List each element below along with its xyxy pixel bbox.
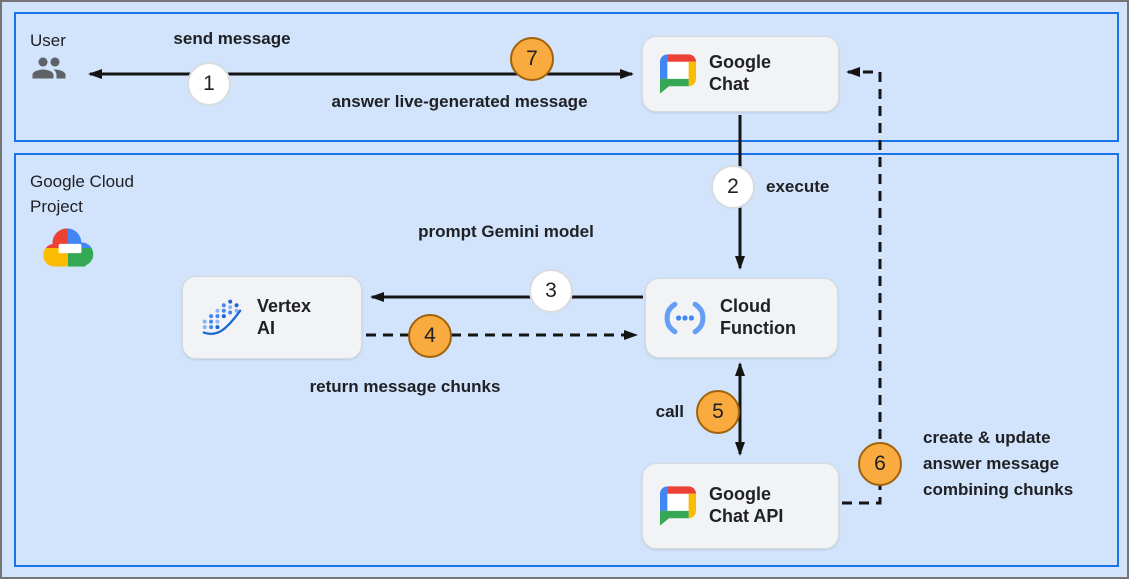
edge-label-prompt: prompt Gemini model: [418, 222, 594, 241]
vertex-ai-icon: [200, 298, 244, 338]
step-1-badge: 1: [187, 62, 231, 106]
edge-label-create-update-line2: answer message: [923, 454, 1060, 473]
step-6-badge: 6: [858, 442, 902, 486]
google-cloud-project-panel: [14, 153, 1119, 567]
node-cloud-function-label: Cloud Function: [720, 296, 796, 338]
google-cloud-logo-icon: [38, 224, 100, 272]
cloud-functions-icon: [663, 299, 707, 337]
edge-label-answer: answer live-generated message: [331, 92, 588, 111]
node-google-chat-api: Google Chat API: [642, 463, 839, 549]
gcp-panel-label: Google Cloud Project: [30, 172, 134, 216]
user-group-icon: [26, 50, 72, 86]
edge-label-return-chunks: return message chunks: [309, 377, 501, 396]
node-google-chat-label: Google Chat: [709, 52, 771, 94]
step-7-badge: 7: [510, 37, 554, 81]
node-cloud-function: Cloud Function: [645, 278, 838, 358]
edge-label-send-message: send message: [173, 29, 291, 48]
step-3-badge: 3: [529, 269, 573, 313]
node-vertex-ai: Vertex AI: [182, 276, 362, 359]
node-google-chat-api-label: Google Chat API: [709, 484, 784, 526]
user-panel: [14, 12, 1119, 142]
edge-label-create-update: create & update answer message combining…: [923, 425, 1108, 503]
user-panel-label: User: [30, 31, 66, 50]
edge-label-execute: execute: [766, 177, 830, 196]
step-5-badge: 5: [696, 390, 740, 434]
step-2-badge: 2: [711, 165, 755, 209]
edge-label-create-update-line1: create & update: [923, 428, 1051, 447]
edge-label-call: call: [655, 402, 684, 421]
google-chat-icon: [660, 486, 696, 526]
node-vertex-ai-label: Vertex AI: [257, 295, 312, 338]
node-google-chat: Google Chat: [642, 36, 839, 112]
edge-label-create-update-line3: combining chunks: [923, 480, 1074, 499]
step-4-badge: 4: [408, 314, 452, 358]
google-chat-icon: [660, 54, 696, 94]
